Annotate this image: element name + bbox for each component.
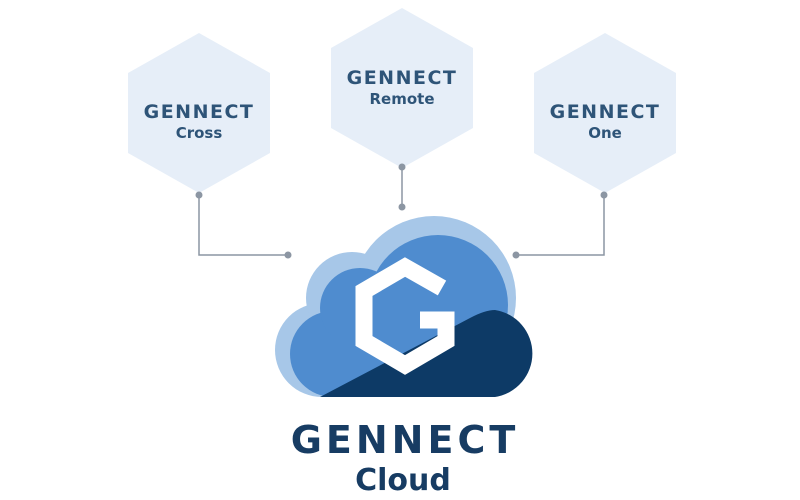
node-one: GENNECT One — [534, 33, 676, 193]
node-brand: GENNECT — [144, 101, 255, 123]
cloud-icon — [275, 216, 533, 397]
hexagon-shape — [331, 8, 473, 168]
node-name: Remote — [369, 90, 434, 108]
cloud-brand: GENNECT — [291, 418, 520, 462]
node-brand: GENNECT — [347, 67, 458, 89]
node-name: Cross — [176, 124, 223, 142]
connector-one — [516, 195, 605, 256]
connector-dots — [195, 163, 608, 259]
connector-cross — [198, 195, 288, 256]
node-brand: GENNECT — [550, 101, 661, 123]
connectors — [198, 167, 605, 256]
node-name: One — [588, 124, 622, 142]
hexagon-shape — [128, 33, 270, 193]
cloud-name: Cloud — [355, 463, 451, 498]
hexagon-shape — [534, 33, 676, 193]
node-cross: GENNECT Cross — [128, 33, 270, 193]
g-hexagon-logo — [355, 257, 455, 375]
node-remote: GENNECT Remote — [331, 8, 473, 168]
